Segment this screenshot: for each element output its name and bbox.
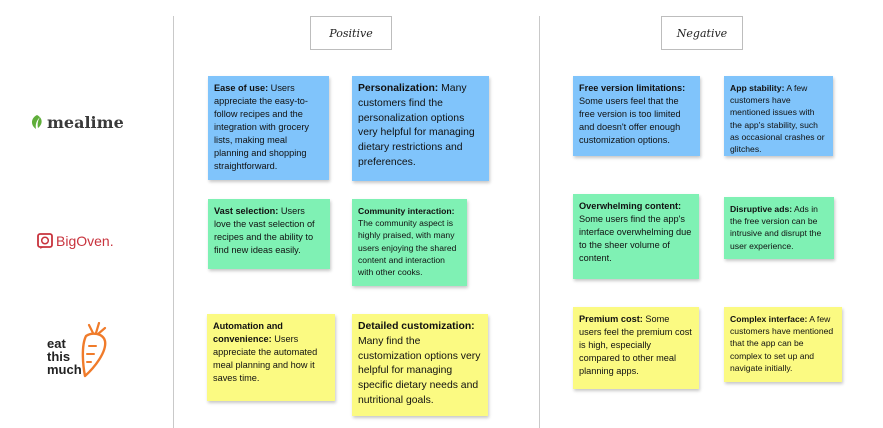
note-title: Complex interface: xyxy=(730,314,808,324)
note-text: Some users feel that the free version is… xyxy=(579,96,681,146)
note-title: Free version limitations: xyxy=(579,83,686,93)
note-title: Detailed customization: xyxy=(358,321,475,332)
note-bigoven-overwhelming: Overwhelming content: Some users find th… xyxy=(573,194,699,279)
leaf-icon xyxy=(31,115,42,129)
etm-word-much: much xyxy=(47,362,82,377)
mealime-logo: mealime xyxy=(30,110,130,134)
note-etm-automation: Automation and convenience: Users apprec… xyxy=(207,314,335,401)
note-text: A few customers have mentioned that the … xyxy=(730,314,834,373)
note-etm-premium-cost: Premium cost: Some users feel the premiu… xyxy=(573,307,699,389)
note-title: Community interaction: xyxy=(358,206,455,216)
note-text: Some users feel the premium cost is high… xyxy=(579,314,692,377)
note-etm-detailed-customization: Detailed customization: Many find the cu… xyxy=(352,314,488,416)
note-mealime-ease-of-use: Ease of use: Users appreciate the easy-t… xyxy=(208,76,329,180)
note-text: Ads in the free version can be intrusive… xyxy=(730,204,822,251)
note-text: Some users find the app's interface over… xyxy=(579,214,692,264)
note-text: Users appreciate the easy-to-follow reci… xyxy=(214,83,309,172)
mealime-wordmark: mealime xyxy=(47,112,124,132)
note-text: A few customers have mentioned issues wi… xyxy=(730,83,825,155)
note-bigoven-community: Community interaction: The community asp… xyxy=(352,199,467,286)
note-title: Personalization: xyxy=(358,83,439,94)
header-positive: Positive xyxy=(310,16,392,50)
carrot-icon xyxy=(81,322,107,378)
note-title: Vast selection: xyxy=(214,206,279,216)
note-text: Many find the customization options very… xyxy=(358,335,481,406)
note-mealime-free-version: Free version limitations: Some users fee… xyxy=(573,76,700,156)
etm-word-this: this xyxy=(47,349,71,364)
header-negative-label: Negative xyxy=(676,26,728,40)
note-mealime-personalization: Personalization: Many customers find the… xyxy=(352,76,489,181)
eatthismuch-logo: eat this much xyxy=(47,322,127,382)
note-bigoven-vast-selection: Vast selection: Users love the vast sele… xyxy=(208,199,330,269)
note-title: Disruptive ads: xyxy=(730,204,793,214)
note-text: The community aspect is highly praised, … xyxy=(358,218,457,278)
divider-logos xyxy=(173,16,174,428)
note-mealime-app-stability: App stability: A few customers have ment… xyxy=(724,76,833,156)
bigoven-logo: BigOven. xyxy=(37,230,137,252)
note-title: Premium cost: xyxy=(579,314,643,324)
note-bigoven-disruptive-ads: Disruptive ads: Ads in the free version … xyxy=(724,197,834,259)
header-positive-label: Positive xyxy=(329,26,373,40)
etm-word-eat: eat xyxy=(47,336,66,351)
note-etm-complex-interface: Complex interface: A few customers have … xyxy=(724,307,842,382)
bigoven-wordmark: BigOven. xyxy=(56,233,114,249)
note-text: Users appreciate the automated meal plan… xyxy=(213,334,318,384)
eatthismuch-wordmark: eat this much xyxy=(47,337,82,376)
note-text: Users love the vast selection of recipes… xyxy=(214,206,315,256)
note-title: Ease of use: xyxy=(214,83,269,93)
bigoven-icon xyxy=(37,232,53,249)
note-text: Many customers find the personalization … xyxy=(358,83,475,168)
note-title: App stability: xyxy=(730,83,785,93)
note-title: Automation and convenience: xyxy=(213,321,283,345)
header-negative: Negative xyxy=(661,16,743,50)
divider-positive-negative xyxy=(539,16,540,428)
note-title: Overwhelming content: xyxy=(579,201,682,211)
